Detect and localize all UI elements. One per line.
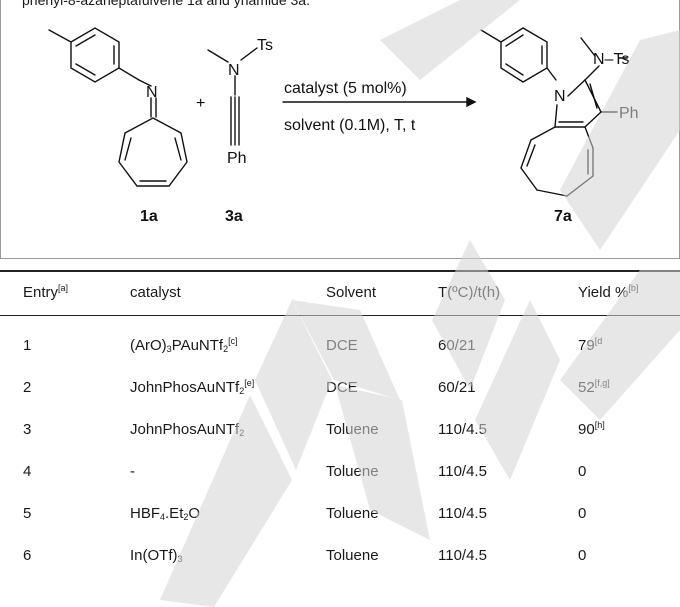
cell-conditions: 110/4.5 bbox=[438, 505, 487, 522]
table-row: 1 (ArO)3PAuNTf2[c] DCE 60/21 79[d bbox=[0, 325, 680, 367]
reactant-3a-ts-label: Ts bbox=[257, 37, 273, 54]
table-row: 3 JohnPhosAuNTf2 Toluene 110/4.5 90[h] bbox=[0, 409, 680, 451]
cell-yield: 0 bbox=[578, 505, 587, 522]
table-header-row: Entry[a] catalyst Solvent T(ºC)/t(h) Yie… bbox=[0, 272, 680, 314]
header-yield: Yield %[b] bbox=[578, 283, 639, 302]
cell-catalyst: In(OTf)3 bbox=[130, 547, 183, 564]
header-conditions: T(ºC)/t(h) bbox=[438, 284, 501, 301]
compound-label-7a: 7a bbox=[554, 208, 572, 225]
cell-catalyst: - bbox=[130, 463, 135, 480]
table-row: 6 In(OTf)3 Toluene 110/4.5 0 bbox=[0, 535, 680, 577]
product-ph-label: Ph bbox=[619, 105, 639, 122]
cell-solvent: Toluene bbox=[326, 547, 379, 564]
table-row: 2 JohnPhosAuNTf2[e] DCE 60/21 52[f,g] bbox=[0, 367, 680, 409]
cell-entry: 5 bbox=[23, 505, 32, 522]
reactant-1a-structure bbox=[48, 27, 188, 187]
compound-label-1a: 1a bbox=[140, 208, 158, 225]
cell-conditions: 110/4.5 bbox=[438, 421, 487, 438]
plus-sign: + bbox=[196, 95, 205, 112]
table-header-rule bbox=[0, 315, 680, 316]
header-solvent: Solvent bbox=[326, 284, 377, 301]
product-nts-label: N–Ts bbox=[593, 51, 629, 68]
cell-conditions: 110/4.5 bbox=[438, 463, 487, 480]
cell-solvent: DCE bbox=[326, 337, 358, 354]
compound-label-3a: 3a bbox=[225, 208, 243, 225]
cell-yield: 52[f,g] bbox=[578, 378, 610, 397]
reactant-1a-n-label: N bbox=[146, 84, 158, 101]
reactant-3a-n-label: N bbox=[228, 62, 240, 79]
reactant-3a-structure bbox=[207, 47, 258, 146]
cell-conditions: 110/4.5 bbox=[438, 547, 487, 564]
cell-entry: 2 bbox=[23, 379, 32, 396]
cell-solvent: Toluene bbox=[326, 463, 379, 480]
cell-catalyst: (ArO)3PAuNTf2[c] bbox=[130, 336, 238, 355]
reaction-scheme-drawing: N + N Ts Ph catalyst (5 mol%) solvent (0… bbox=[48, 27, 639, 225]
reaction-scheme: N + N Ts Ph catalyst (5 mol%) solvent (0… bbox=[0, 0, 680, 259]
cell-entry: 4 bbox=[23, 463, 32, 480]
cell-solvent: Toluene bbox=[326, 505, 379, 522]
cell-yield: 79[d bbox=[578, 336, 603, 355]
cell-solvent: Toluene bbox=[326, 421, 379, 438]
conditions-bottom: solvent (0.1M), T, t bbox=[284, 117, 416, 134]
cell-conditions: 60/21 bbox=[438, 337, 476, 354]
cell-catalyst: JohnPhosAuNTf2[e] bbox=[130, 378, 255, 397]
header-catalyst: catalyst bbox=[130, 284, 181, 301]
reactant-3a-ph-label: Ph bbox=[227, 150, 247, 167]
cell-solvent: DCE bbox=[326, 379, 358, 396]
cell-entry: 6 bbox=[23, 547, 32, 564]
product-n-label: N bbox=[554, 88, 566, 105]
cell-entry: 1 bbox=[23, 337, 32, 354]
conditions-top: catalyst (5 mol%) bbox=[284, 80, 407, 97]
cell-yield: 0 bbox=[578, 463, 587, 480]
header-entry: Entry[a] bbox=[23, 283, 69, 302]
cell-catalyst: JohnPhosAuNTf2 bbox=[130, 421, 245, 438]
cell-conditions: 60/21 bbox=[438, 379, 476, 396]
table-row: 4 - Toluene 110/4.5 0 bbox=[0, 451, 680, 493]
cell-yield: 0 bbox=[578, 547, 587, 564]
figure-caption: phenyl-8-azaheptafulvene 1a and ynamide … bbox=[22, 0, 310, 8]
cell-catalyst: HBF4.Et2O bbox=[130, 505, 201, 522]
reaction-arrow bbox=[282, 96, 477, 108]
table-row: 5 HBF4.Et2O Toluene 110/4.5 0 bbox=[0, 493, 680, 535]
cell-yield: 90[h] bbox=[578, 420, 605, 439]
cell-entry: 3 bbox=[23, 421, 32, 438]
table-top-rule bbox=[0, 270, 680, 272]
